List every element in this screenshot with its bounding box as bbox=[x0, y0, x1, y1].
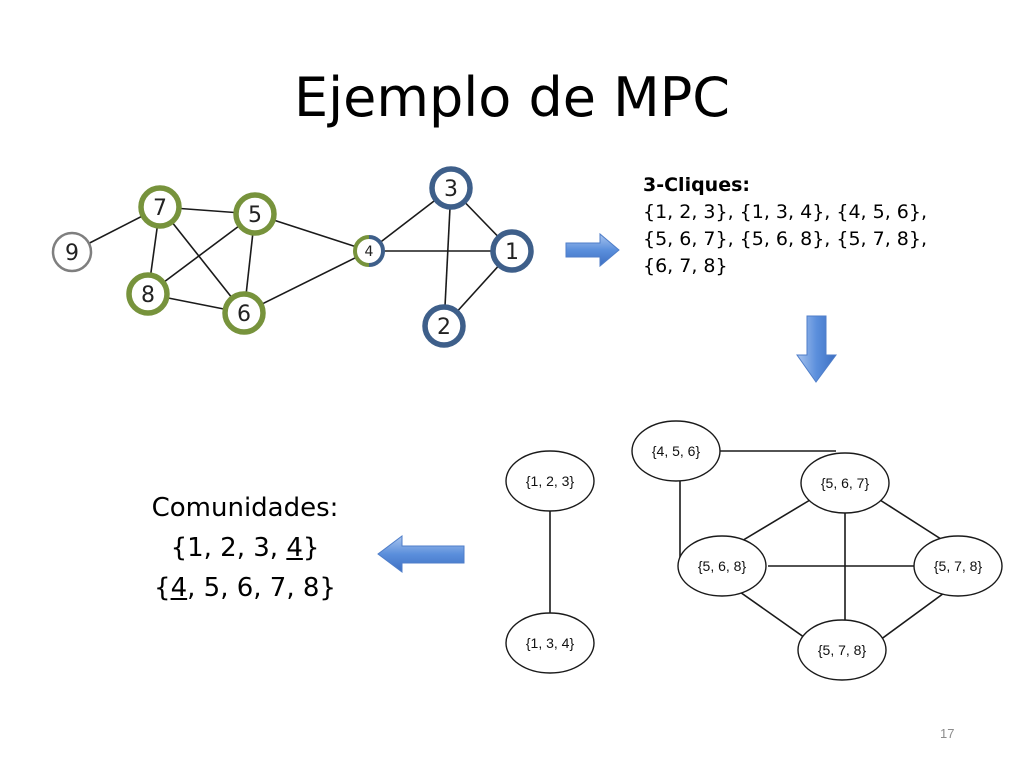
clique-node-567: {5, 6, 7} bbox=[800, 452, 890, 514]
clique-node-123: {1, 2, 3} bbox=[505, 450, 595, 512]
svg-text:{4, 5, 6}: {4, 5, 6} bbox=[652, 443, 701, 459]
cliques-line-2: {5, 6, 7}, {5, 6, 8}, {5, 7, 8}, bbox=[643, 228, 927, 250]
svg-text:3: 3 bbox=[444, 177, 458, 202]
graph-node-9: 9 bbox=[51, 231, 93, 273]
graph-node-2: 2 bbox=[422, 304, 466, 348]
svg-text:2: 2 bbox=[437, 315, 451, 340]
graph-node-3: 3 bbox=[429, 166, 473, 210]
svg-text:{1, 2, 3}: {1, 2, 3} bbox=[526, 473, 575, 489]
graph-nodes: 9 7 5 8 6 4 3 1 2 bbox=[51, 166, 534, 348]
overlap-node-underline: 4 bbox=[286, 533, 303, 563]
cliques-heading: 3-Cliques: bbox=[643, 174, 750, 196]
clique-node-678: {5, 7, 8} bbox=[797, 619, 887, 681]
svg-text:9: 9 bbox=[65, 241, 79, 266]
graph-node-1: 1 bbox=[490, 229, 534, 273]
graph-node-7: 7 bbox=[138, 185, 182, 229]
graph-node-8: 8 bbox=[126, 272, 170, 316]
clique-graph-nodes: {1, 2, 3} {1, 3, 4} {4, 5, 6} {5, 6, 7} {5, … bbox=[505, 420, 1003, 681]
communities-heading: Comunidades: bbox=[151, 493, 339, 523]
svg-text:{5, 7, 8}: {5, 7, 8} bbox=[818, 642, 867, 658]
arrow-down bbox=[796, 315, 837, 383]
svg-text:{1, 3, 4}: {1, 3, 4} bbox=[526, 635, 575, 651]
clique-node-578: {5, 7, 8} bbox=[913, 535, 1003, 597]
cliques-line-1: {1, 2, 3}, {1, 3, 4}, {4, 5, 6}, bbox=[643, 201, 927, 223]
svg-text:{5, 6, 7}: {5, 6, 7} bbox=[821, 475, 870, 491]
svg-text:5: 5 bbox=[248, 203, 262, 228]
graph-edge bbox=[159, 206, 245, 314]
page-number: 17 bbox=[940, 726, 955, 741]
clique-node-134: {1, 3, 4} bbox=[505, 612, 595, 674]
svg-text:4: 4 bbox=[365, 244, 374, 260]
slide-title: Ejemplo de MPC bbox=[294, 66, 730, 129]
clique-graph-edge bbox=[729, 584, 809, 641]
clique-node-456: {4, 5, 6} bbox=[631, 420, 721, 482]
clique-node-568: {5, 6, 8} bbox=[677, 535, 767, 597]
svg-text:{5, 7, 8}: {5, 7, 8} bbox=[934, 558, 983, 574]
graph-node-4: 4 bbox=[353, 235, 385, 267]
graph-edge bbox=[243, 250, 370, 314]
graph-node-6: 6 bbox=[222, 291, 266, 335]
graph-edge bbox=[443, 187, 452, 327]
community-2: {4, 5, 6, 7, 8} bbox=[154, 573, 336, 603]
arrow-right bbox=[565, 232, 620, 268]
svg-text:6: 6 bbox=[237, 302, 251, 327]
svg-text:{5, 6, 8}: {5, 6, 8} bbox=[698, 558, 747, 574]
svg-text:8: 8 bbox=[141, 283, 155, 308]
arrow-left bbox=[377, 535, 465, 573]
svg-text:1: 1 bbox=[505, 240, 519, 265]
cliques-text: 3-Cliques: {1, 2, 3}, {1, 3, 4}, {4, 5, … bbox=[643, 172, 973, 280]
graph-edge bbox=[147, 213, 256, 295]
graph-node-5: 5 bbox=[233, 192, 277, 236]
cliques-line-3: {6, 7, 8} bbox=[643, 255, 728, 277]
svg-text:7: 7 bbox=[153, 196, 167, 221]
overlap-node-underline: 4 bbox=[170, 573, 188, 603]
communities-text: Comunidades: {1, 2, 3, 4} {4, 5, 6, 7, 8… bbox=[120, 488, 370, 608]
community-1: {1, 2, 3, 4} bbox=[170, 533, 320, 563]
